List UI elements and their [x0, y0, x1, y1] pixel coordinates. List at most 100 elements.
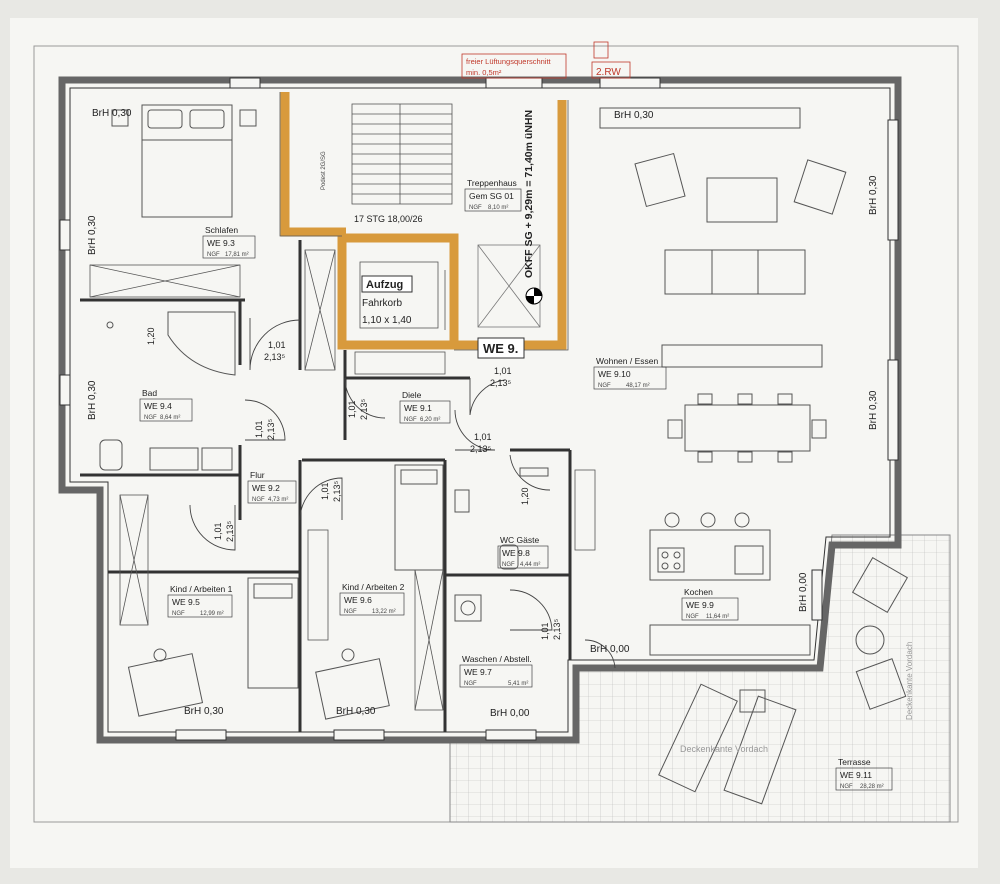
room-area: 11,64 m² [706, 614, 729, 620]
brh-label: BrH 0,00 [590, 644, 630, 655]
room-id: WE 9.6 [344, 595, 372, 605]
roof-edge-label: Deckenkante Vordach [680, 744, 768, 754]
room-diele: Diele WE 9.1 NGF 6,20 m² [399, 390, 451, 424]
lift-sub1: Fahrkorb [362, 298, 402, 309]
okff-label: OKFF SG + 9,29m = 71,40m üNHN [523, 110, 535, 278]
lift-sub2: 1,10 x 1,40 [362, 315, 412, 326]
room-treppenhaus: Treppenhaus Gem SG 01 NGF 8,10 m² [464, 178, 522, 212]
room-id: WE 9.1 [404, 403, 432, 413]
room-id: Gem SG 01 [469, 191, 514, 201]
rw-label: 2.RW [596, 67, 621, 78]
room-name: Kind / Arbeiten 1 [170, 584, 233, 594]
room-name: Schlafen [205, 225, 238, 235]
room-kind-1: Kind / Arbeiten 1 WE 9.5 NGF 12,99 m² [167, 584, 233, 618]
brh-label: BrH 0,30 [92, 108, 132, 119]
room-name: Flur [250, 470, 265, 480]
room-ngf: NGF [172, 611, 185, 617]
room-ngf: NGF [252, 497, 265, 503]
room-area: 12,99 m² [200, 611, 224, 617]
room-id: WE 9.3 [207, 238, 235, 248]
room-area: 28,28 m² [860, 784, 884, 790]
living-furniture [599, 107, 847, 463]
room-area: 4,73 m² [268, 497, 288, 503]
dim-w: 1,01 [213, 522, 223, 540]
terrace-furniture [658, 556, 909, 805]
room-bad: Bad WE 9.4 NGF 8,64 m² [139, 388, 193, 422]
room-wohnen: Wohnen / Essen WE 9.10 NGF 48,17 m² [593, 356, 667, 390]
room-name: Waschen / Abstell. [462, 654, 532, 664]
dim-w: 1,01 [268, 340, 286, 350]
dim-h: 2,13⁵ [490, 378, 512, 388]
podest-label: Podest 2G/SG [321, 151, 327, 190]
room-id: WE 9.4 [144, 401, 172, 411]
vent-note-line2: min. 0,5m² [466, 68, 502, 77]
brh-label: BrH 0,30 [336, 706, 376, 717]
room-ngf: NGF [598, 383, 611, 389]
brh-label: BrH 0,30 [868, 175, 879, 215]
dim-120: 1,20 [146, 327, 156, 345]
stairs-label: 17 STG 18,00/26 [354, 214, 423, 224]
room-area: 5,41 m² [508, 681, 528, 687]
room-name: Wohnen / Essen [596, 356, 658, 366]
kitchen [649, 512, 811, 656]
room-name: Kochen [684, 587, 713, 597]
dim-h: 2,13⁵ [552, 618, 562, 640]
unit-box [477, 337, 525, 359]
dim-h: 2,13⁵ [225, 520, 235, 542]
room-id: WE 9.7 [464, 667, 492, 677]
staircase [351, 103, 453, 205]
room-flur: Flur WE 9.2 NGF 4,73 m² [247, 470, 297, 504]
dim-h: 2,13⁵ [332, 480, 342, 502]
wc-fixtures [454, 467, 549, 570]
dim-w: 1,01 [347, 400, 357, 418]
room-ngf: NGF [464, 681, 477, 687]
brh-label: BrH 0,30 [868, 390, 879, 430]
brh-label: BrH 0,30 [87, 380, 98, 420]
bed-kind-2 [394, 464, 444, 571]
dim-120: 1,20 [520, 487, 530, 505]
dim-w: 1,01 [540, 622, 550, 640]
brh-label: BrH 0,00 [490, 708, 530, 719]
room-id: WE 9.2 [252, 483, 280, 493]
interior-walls [80, 240, 572, 732]
brh-label: BrH 0,30 [614, 110, 654, 121]
lift-equipment [477, 244, 541, 328]
room-name: Kind / Arbeiten 2 [342, 582, 405, 592]
room-area: 48,17 m² [626, 383, 650, 389]
room-area: 13,22 m² [372, 609, 396, 615]
room-wc: WC Gäste WE 9.8 NGF 4,44 m² [497, 535, 549, 569]
lift-title: Aufzug [366, 279, 403, 291]
room-id: WE 9.10 [598, 369, 631, 379]
room-name: Terrasse [838, 757, 871, 767]
brh-label: BrH 0,30 [184, 706, 224, 717]
room-name: Diele [402, 390, 422, 400]
dimension-labels: 1,01 2,13⁵ 1,01 2,13⁵ 1,01 2,13⁵ 1,01 2,… [146, 327, 562, 640]
desks [127, 648, 390, 720]
room-ngf: NGF [686, 614, 699, 620]
brh-label: BrH 0,00 [798, 572, 809, 612]
room-ngf: NGF [144, 415, 157, 421]
wardrobes [89, 249, 596, 711]
room-area: 4,44 m² [520, 562, 540, 568]
room-ngf: NGF [840, 784, 853, 790]
vent-note-box [461, 53, 567, 79]
room-waschen: Waschen / Abstell. WE 9.7 NGF 5,41 m² [459, 654, 533, 688]
room-area: 8,64 m² [160, 415, 180, 421]
vent-note-line1: freier Lüftungsquerschnitt [466, 57, 552, 66]
washing-machine [454, 594, 482, 622]
bath-fixtures [99, 311, 236, 471]
dim-h: 2,13⁵ [359, 398, 369, 420]
bed-schlafen [111, 104, 257, 218]
room-id: WE 9.5 [172, 597, 200, 607]
lift-title-box [361, 275, 413, 293]
room-kind-2: Kind / Arbeiten 2 WE 9.6 NGF 13,22 m² [339, 582, 405, 616]
room-ngf: NGF [404, 417, 417, 423]
room-ngf: NGF [469, 205, 482, 211]
room-kochen: Kochen WE 9.9 NGF 11,64 m² [681, 587, 739, 621]
brh-labels: BrH 0,30 BrH 0,30 BrH 0,30 BrH 0,30 BrH … [87, 108, 879, 719]
unit-label: WE 9. [483, 341, 518, 356]
bed-kind-1 [247, 577, 299, 689]
roof-edge-label-2: Deckenkante Vordach [905, 642, 914, 720]
room-name: WC Gäste [500, 535, 539, 545]
